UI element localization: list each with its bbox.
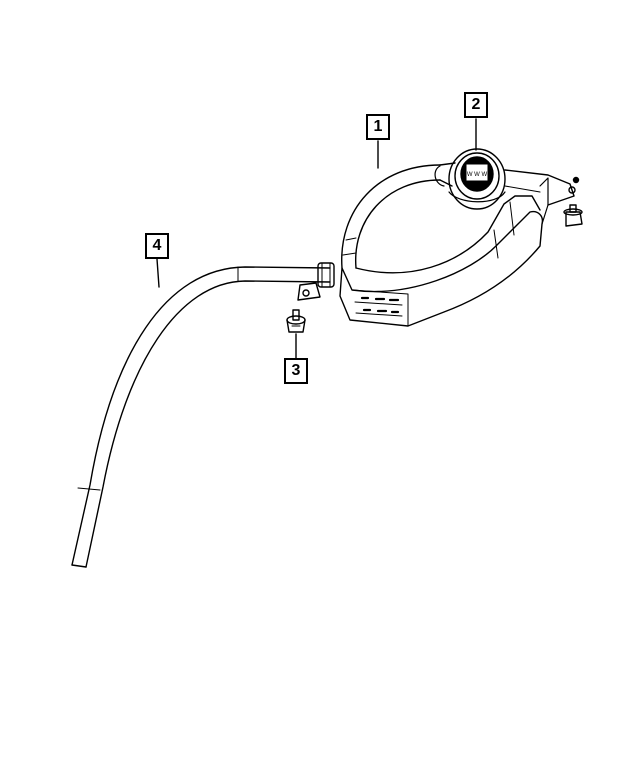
- mounting-tab: [297, 282, 321, 301]
- callout-2: 2: [464, 92, 488, 118]
- callout-4: 4: [145, 233, 169, 259]
- pressure-cap: [434, 148, 506, 210]
- callout-3: 3: [284, 358, 308, 384]
- overflow-hose: [71, 262, 335, 568]
- cap-gauge-text: W W W: [467, 172, 488, 178]
- right-bolt: [563, 204, 583, 227]
- coolant-reservoir: [339, 162, 549, 327]
- bolt-3: [286, 309, 306, 333]
- callout-1: 1: [366, 114, 390, 140]
- leader-line-4: [156, 258, 160, 288]
- right-bracket: [504, 169, 580, 206]
